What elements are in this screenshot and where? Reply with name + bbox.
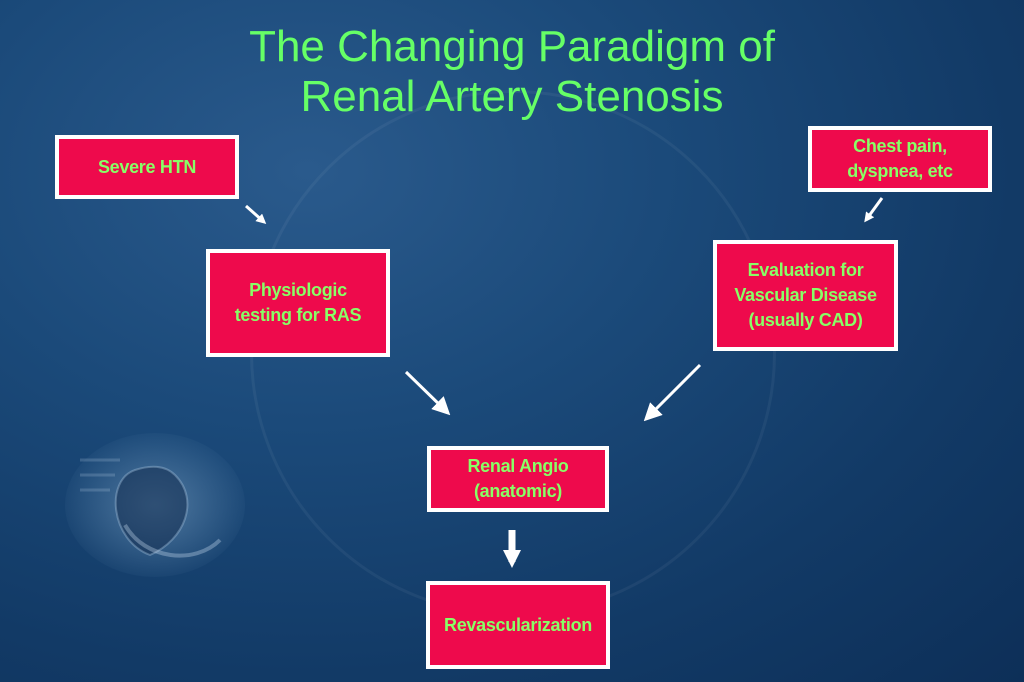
arrow-chestpain-to-evaluation (864, 197, 884, 223)
box-renal-angio-label: Renal Angio (anatomic) (467, 456, 569, 501)
heart-illustration (65, 433, 245, 577)
arrow-htn-to-testing (245, 204, 267, 224)
box-chest-pain-label: Chest pain, dyspnea, etc (847, 136, 953, 181)
arrow-testing-to-angio (404, 370, 451, 416)
box-evaluation-vascular-label: Evaluation for Vascular Disease (usually… (734, 260, 877, 330)
box-revascularization: Revascularization (426, 581, 610, 669)
title-line-1: The Changing Paradigm of (249, 22, 775, 71)
box-revascularization-label: Revascularization (444, 614, 592, 635)
title-line-2: Renal Artery Stenosis (300, 72, 724, 121)
box-severe-htn: Severe HTN (55, 135, 239, 199)
box-chest-pain: Chest pain, dyspnea, etc (808, 126, 992, 192)
slide-title: The Changing Paradigm of Renal Artery St… (0, 22, 1024, 122)
box-physiologic-testing-label: Physiologic testing for RAS (234, 280, 362, 325)
box-severe-htn-label: Severe HTN (97, 156, 197, 177)
box-renal-angio: Renal Angio (anatomic) (427, 446, 609, 512)
box-physiologic-testing: Physiologic testing for RAS (206, 249, 390, 357)
box-evaluation-vascular: Evaluation for Vascular Disease (usually… (713, 240, 898, 351)
arrow-evaluation-to-angio (643, 363, 702, 422)
